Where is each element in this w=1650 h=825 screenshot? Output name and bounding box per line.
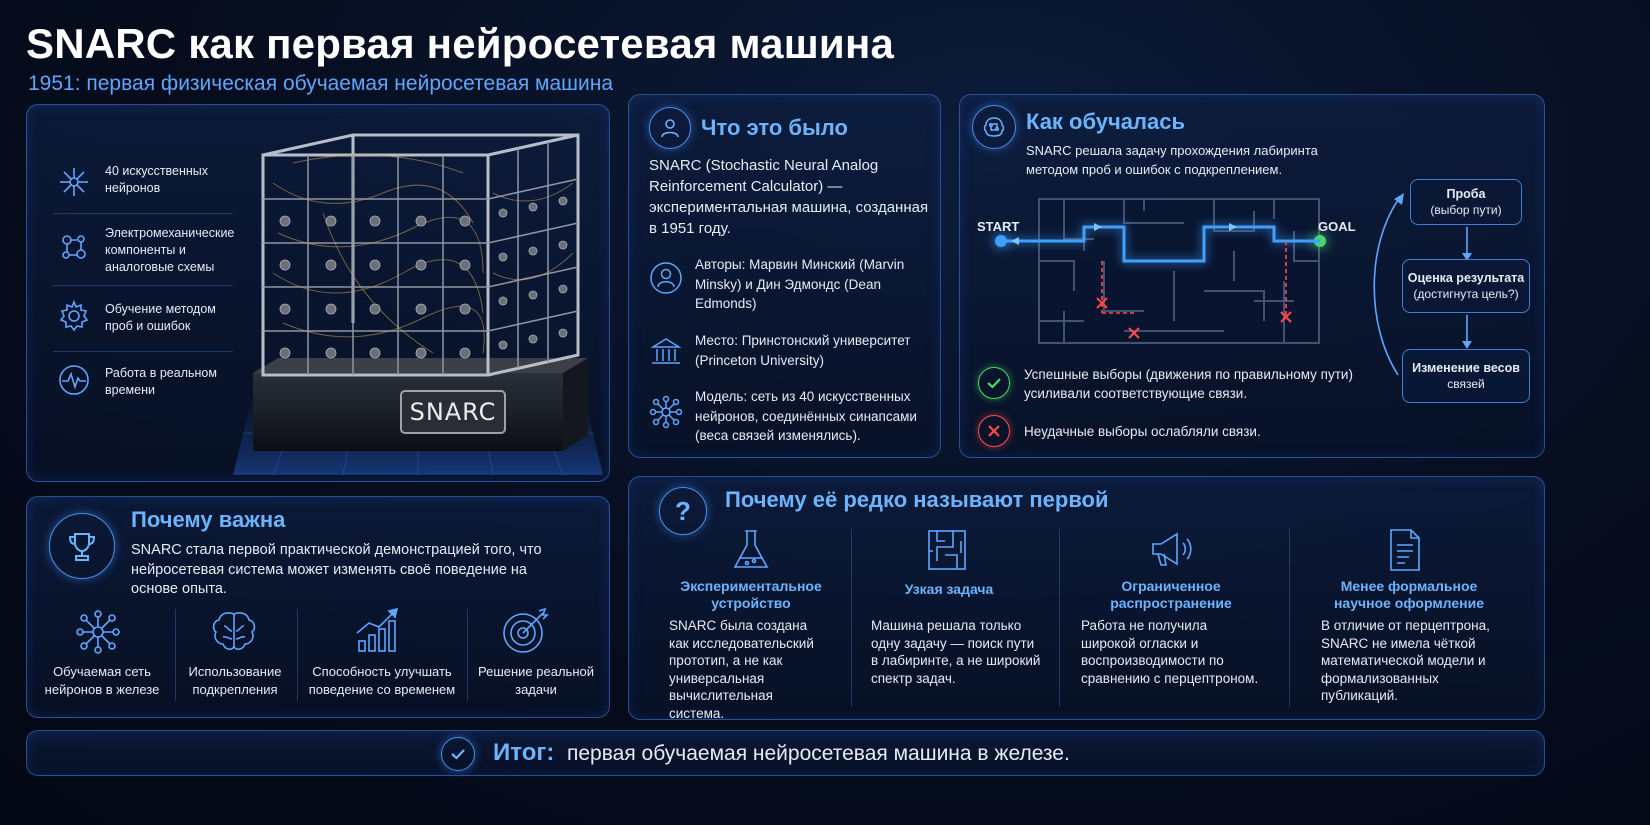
target-icon bbox=[501, 607, 551, 655]
brain-icon bbox=[209, 609, 259, 655]
divider bbox=[297, 609, 298, 701]
flow-weights: Изменение весов связей bbox=[1402, 349, 1530, 403]
question-icon: ? bbox=[659, 487, 707, 535]
circuit-icon bbox=[57, 230, 91, 264]
check-icon bbox=[441, 737, 475, 771]
person-icon bbox=[649, 107, 691, 149]
divider bbox=[53, 285, 233, 286]
important-improve-behavior: Способность улучшать поведение со времен… bbox=[308, 664, 456, 697]
reason-formal-text: В отличие от перцептрона, SNARC не имела… bbox=[1321, 618, 1490, 703]
growth-chart-icon bbox=[353, 607, 403, 655]
feature-components: Электромеханические компоненты и аналого… bbox=[105, 226, 235, 274]
authors-text: Авторы: Марвин Минский (Marvin Minsky) и… bbox=[695, 257, 905, 311]
maze-diagram: START GOAL bbox=[974, 191, 1356, 351]
summary-label: Итог: bbox=[493, 739, 555, 766]
how-learned-title: Как обучалась bbox=[1026, 109, 1186, 134]
important-real-task: Решение реальной задачи bbox=[478, 664, 594, 697]
summary-bar: Итог: первая обучаемая нейросетевая маши… bbox=[26, 730, 1545, 776]
summary-text: первая обучаемая нейросетевая машина в ж… bbox=[567, 742, 1070, 765]
gear-icon bbox=[57, 299, 91, 333]
reason-formal-title: Менее формальное научное оформление bbox=[1333, 578, 1485, 611]
network-icon bbox=[75, 609, 121, 655]
reason-experimental-title: Экспериментальное устройство bbox=[680, 578, 822, 611]
important-trainable-network: Обучаемая сеть нейронов в железе bbox=[44, 664, 160, 697]
university-icon bbox=[649, 335, 683, 369]
goal-label: GOAL bbox=[1318, 219, 1356, 234]
feature-neurons: 40 искусственных нейронов bbox=[105, 164, 209, 195]
page-subtitle: 1951: первая физическая обучаемая нейрос… bbox=[28, 72, 613, 95]
megaphone-icon bbox=[1147, 527, 1195, 573]
divider bbox=[467, 609, 468, 701]
success-path bbox=[1001, 225, 1320, 263]
pulse-icon bbox=[57, 363, 91, 397]
maze-icon bbox=[925, 527, 969, 573]
feature-learning: Обучение методом проб и ошибок bbox=[105, 302, 216, 333]
why-important-panel: Почему важна SNARC стала первой практиче… bbox=[26, 496, 610, 718]
network-icon bbox=[649, 395, 683, 429]
flow-weights-title: Изменение весов bbox=[1412, 361, 1520, 375]
divider bbox=[1059, 529, 1060, 707]
why-rarely-panel: ? Почему её редко называют первой Экспер… bbox=[628, 476, 1545, 721]
divider bbox=[1289, 529, 1290, 707]
flow-evaluation: Оценка результата (достигнута цель?) bbox=[1402, 259, 1530, 313]
reason-experimental-text: SNARC была создана как исследовательский… bbox=[669, 618, 814, 721]
document-icon bbox=[1385, 527, 1425, 573]
what-it-was-description: SNARC (Stochastic Neural Analog Reinforc… bbox=[649, 157, 929, 237]
cross-icon bbox=[978, 415, 1010, 447]
reason-narrow-text: Машина решала только одну задачу — поиск… bbox=[871, 618, 1041, 686]
divider bbox=[851, 529, 852, 707]
success-text: Успешные выборы (движения по правильному… bbox=[1024, 367, 1353, 401]
start-label: START bbox=[977, 219, 1020, 234]
feature-realtime: Работа в реальном времени bbox=[105, 366, 217, 397]
place-text: Место: Принстонский университет (Princet… bbox=[695, 333, 911, 368]
trophy-icon bbox=[49, 513, 115, 579]
flow-trial-title: Проба bbox=[1446, 187, 1486, 201]
divider bbox=[53, 351, 233, 352]
divider bbox=[175, 609, 176, 701]
important-reinforcement: Использование подкрепления bbox=[188, 664, 282, 697]
flow-evaluation-title: Оценка результата bbox=[1407, 271, 1525, 285]
reason-limited-text: Работа не получила широкой огласки и вос… bbox=[1081, 618, 1259, 686]
divider bbox=[53, 213, 233, 214]
flow-evaluation-sub: (достигнута цель?) bbox=[1413, 287, 1519, 301]
reason-narrow-title: Узкая задача bbox=[904, 581, 994, 597]
reason-limited-title: Ограниченное распространение bbox=[1110, 578, 1232, 611]
check-icon bbox=[978, 367, 1010, 399]
why-important-title: Почему важна bbox=[131, 507, 286, 532]
person-icon bbox=[649, 261, 683, 295]
page-title: SNARC как первая нейросетевая машина bbox=[26, 20, 895, 67]
flow-weights-sub: связей bbox=[1447, 377, 1485, 391]
neuron-icon bbox=[57, 165, 91, 199]
brain-circuit-icon bbox=[972, 105, 1016, 149]
how-learned-panel: Как обучалась SNARC решала задачу прохож… bbox=[959, 94, 1545, 458]
how-learned-description: SNARC решала задачу прохождения лабиринт… bbox=[1026, 143, 1318, 177]
learning-cycle-arrows bbox=[1373, 193, 1472, 376]
why-rarely-title: Почему её редко называют первой bbox=[725, 487, 1109, 512]
what-it-was-panel: Что это было SNARC (Stochastic Neural An… bbox=[628, 94, 941, 458]
machine-panel: 40 искусственных нейронов Электромеханич… bbox=[26, 104, 610, 482]
flow-trial-sub: (выбор пути) bbox=[1430, 203, 1502, 217]
what-it-was-title: Что это было bbox=[701, 115, 848, 140]
snarc-machine-illustration: SNARC bbox=[233, 123, 603, 476]
flask-icon bbox=[729, 527, 773, 573]
why-important-description: SNARC стала первой практической демонстр… bbox=[131, 542, 542, 597]
machine-plate-label: SNARC bbox=[409, 398, 497, 426]
model-text: Модель: сеть из 40 искусственных нейроно… bbox=[695, 389, 917, 443]
fail-marks bbox=[1096, 297, 1292, 339]
flow-trial: Проба (выбор пути) bbox=[1410, 179, 1522, 225]
fail-text: Неудачные выборы ослабляли связи. bbox=[1024, 424, 1261, 439]
